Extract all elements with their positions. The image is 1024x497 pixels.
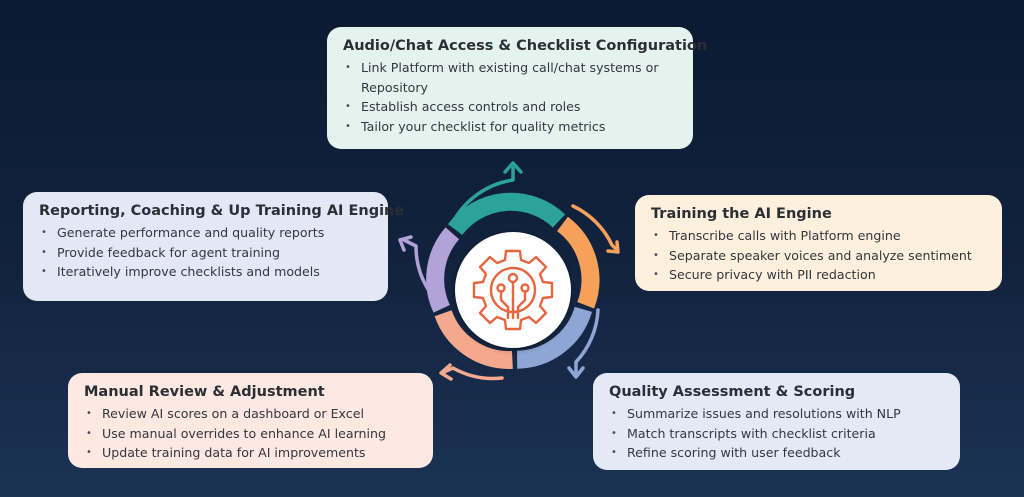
- arrow-head-blue: [567, 366, 585, 379]
- step-bullet: Review AI scores on a dashboard or Excel: [84, 404, 417, 424]
- step-title: Audio/Chat Access & Checklist Configurat…: [343, 38, 708, 54]
- flow-arrow-orange: [571, 204, 619, 252]
- step-bullets: Transcribe calls with Platform engine Se…: [651, 226, 986, 285]
- ring-segment-blue: [516, 306, 593, 369]
- step-card-reporting-coaching: Reporting, Coaching & Up Training AI Eng…: [23, 192, 405, 301]
- step-bullet: Summarize issues and resolutions with NL…: [609, 404, 944, 424]
- step-bullet: Provide feedback for agent training: [39, 243, 372, 263]
- step-title: Manual Review & Adjustment: [84, 384, 325, 400]
- step-bullets: Review AI scores on a dashboard or Excel…: [84, 404, 417, 463]
- gear-circuit-icon: [472, 249, 554, 331]
- ring-segment-teal: [447, 192, 566, 236]
- arrow-head-teal: [503, 161, 523, 174]
- step-bullet: Secure privacy with PII redaction: [651, 265, 986, 285]
- step-title: Training the AI Engine: [651, 206, 832, 222]
- step-title: Reporting, Coaching & Up Training AI Eng…: [39, 203, 405, 219]
- step-bullet: Link Platform with existing call/chat sy…: [343, 58, 677, 97]
- step-bullet: Refine scoring with user feedback: [609, 443, 944, 463]
- process-cycle: [398, 161, 620, 381]
- step-bullet: Match transcripts with checklist criteri…: [609, 424, 944, 444]
- step-bullet: Iteratively improve checklists and model…: [39, 262, 372, 282]
- step-bullet: Transcribe calls with Platform engine: [651, 226, 986, 246]
- arrow-head-orange: [606, 240, 620, 254]
- step-bullet: Tailor your checklist for quality metric…: [343, 117, 677, 137]
- step-title: Quality Assessment & Scoring: [609, 384, 856, 400]
- arrow-head-lavender: [398, 235, 413, 252]
- step-bullets: Generate performance and quality reports…: [39, 223, 372, 282]
- step-card-quality-assessment: Quality Assessment & Scoring Summarize i…: [593, 373, 960, 470]
- step-card-manual-review: Manual Review & Adjustment Review AI sco…: [68, 373, 433, 468]
- arrow-head-salmon: [439, 363, 453, 381]
- step-card-access-configuration: Audio/Chat Access & Checklist Configurat…: [327, 27, 708, 149]
- ring-segment-orange: [556, 216, 600, 309]
- step-bullet: Use manual overrides to enhance AI learn…: [84, 424, 417, 444]
- flow-arrow-blue: [574, 308, 600, 376]
- ring-segment-lavender: [426, 227, 460, 313]
- flow-arrow-teal: [451, 166, 515, 224]
- step-bullet: Separate speaker voices and analyze sent…: [651, 246, 986, 266]
- flow-arrow-salmon: [442, 366, 504, 381]
- step-bullets: Link Platform with existing call/chat sy…: [343, 58, 677, 136]
- step-bullet: Update training data for AI improvements: [84, 443, 417, 463]
- flow-arrow-lavender: [402, 238, 434, 297]
- ring-segment-salmon: [434, 309, 513, 369]
- step-bullet: Establish access controls and roles: [343, 97, 677, 117]
- step-bullets: Summarize issues and resolutions with NL…: [609, 404, 944, 463]
- step-card-training-ai-engine: Training the AI Engine Transcribe calls …: [635, 195, 1002, 291]
- step-bullet: Generate performance and quality reports: [39, 223, 372, 243]
